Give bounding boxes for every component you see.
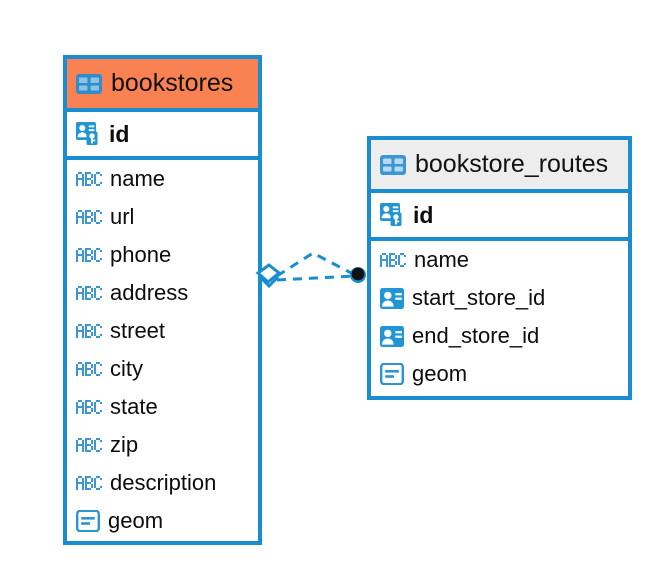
- column-row-zip[interactable]: zip: [67, 426, 258, 464]
- abc-text-icon: [380, 253, 406, 267]
- column-row-state[interactable]: state: [67, 388, 258, 426]
- relationship-line-upper: [276, 251, 356, 278]
- abc-text-icon: [76, 286, 102, 300]
- entity-bookstore-routes-header[interactable]: bookstore_routes: [371, 140, 628, 193]
- entity-bookstore-routes[interactable]: bookstore_routes id: [367, 136, 632, 400]
- column-label-street: street: [110, 318, 166, 343]
- abc-text-icon: [76, 172, 102, 186]
- table-icon: [380, 154, 406, 175]
- column-row-street[interactable]: street: [67, 312, 258, 350]
- foreign-key-icon: [380, 325, 404, 347]
- abc-text-icon: [76, 476, 102, 490]
- column-label-id: id: [109, 120, 130, 147]
- column-row-city[interactable]: city: [67, 350, 258, 388]
- abc-text-icon: [76, 210, 102, 224]
- column-label-start-store-id: start_store_id: [412, 285, 546, 310]
- column-row-name[interactable]: name: [67, 160, 258, 198]
- column-label-name: name: [110, 166, 166, 191]
- column-row-routes-id[interactable]: id: [371, 193, 628, 241]
- geometry-icon: [380, 363, 404, 385]
- column-label-routes-geom: geom: [412, 361, 468, 386]
- column-row-routes-geom[interactable]: geom: [371, 355, 628, 393]
- column-row-description[interactable]: description: [67, 464, 258, 502]
- abc-text-icon: [76, 438, 102, 452]
- column-label-state: state: [110, 394, 158, 419]
- filled-circle-marker: [350, 267, 366, 283]
- column-label-phone: phone: [110, 242, 172, 267]
- entity-bookstores-title: bookstores: [111, 69, 234, 97]
- column-label-geom: geom: [108, 508, 164, 533]
- column-label-description: description: [110, 470, 217, 495]
- entity-bookstores[interactable]: bookstores id: [63, 55, 262, 545]
- table-icon: [76, 73, 102, 94]
- column-label-routes-id: id: [413, 201, 434, 228]
- column-row-end-store-id[interactable]: end_store_id: [371, 317, 628, 355]
- primary-key-icon: [76, 122, 98, 145]
- abc-text-icon: [76, 324, 102, 338]
- column-label-zip: zip: [110, 432, 139, 457]
- relationship-line-lower: [276, 274, 356, 282]
- column-row-url[interactable]: url: [67, 198, 258, 236]
- abc-text-icon: [76, 362, 102, 376]
- column-label-city: city: [110, 356, 143, 381]
- foreign-key-icon: [380, 287, 404, 309]
- column-row-id[interactable]: id: [67, 112, 258, 160]
- column-row-phone[interactable]: phone: [67, 236, 258, 274]
- entity-bookstore-routes-title: bookstore_routes: [415, 150, 609, 178]
- column-row-address[interactable]: address: [67, 274, 258, 312]
- entity-bookstores-header[interactable]: bookstores: [67, 59, 258, 112]
- primary-key-icon: [380, 203, 402, 226]
- column-label-end-store-id: end_store_id: [412, 323, 540, 348]
- column-label-address: address: [110, 280, 189, 305]
- abc-text-icon: [76, 248, 102, 262]
- abc-text-icon: [76, 400, 102, 414]
- column-label-routes-name: name: [414, 247, 470, 272]
- relationship-connector[interactable]: [255, 243, 380, 318]
- column-row-start-store-id[interactable]: start_store_id: [371, 279, 628, 317]
- column-row-routes-name[interactable]: name: [371, 241, 628, 279]
- geometry-icon: [76, 510, 100, 532]
- column-label-url: url: [110, 204, 135, 229]
- column-row-geom[interactable]: geom: [67, 502, 258, 540]
